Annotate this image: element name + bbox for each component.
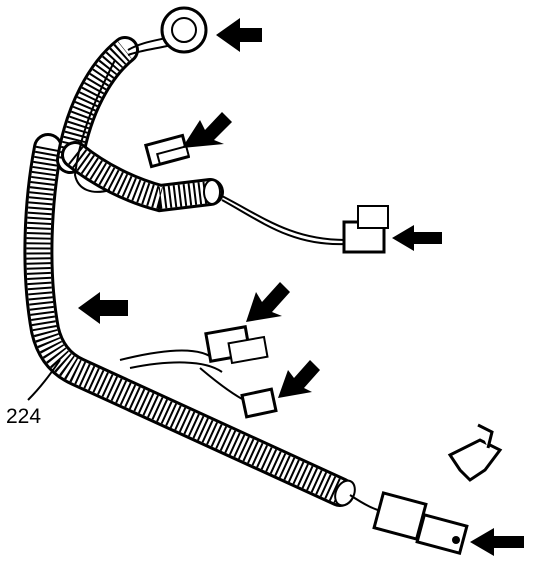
- middle-connector: [204, 325, 269, 365]
- upper-flat-connector: [143, 133, 191, 169]
- arrow-icon-conduit: [78, 292, 128, 324]
- top-round-connector: [160, 6, 208, 54]
- arrow-icon-bottom-connector: [470, 528, 524, 556]
- arrow-icon-small-connector: [278, 360, 320, 398]
- arrow-icon-top: [216, 18, 262, 52]
- callout-label-224: 224: [6, 405, 41, 428]
- arrow-icon-upper-connector: [182, 112, 232, 148]
- arrow-icon-middle-connector: [246, 282, 290, 322]
- lower-small-connector: [240, 387, 278, 419]
- bottom-connector: [372, 491, 469, 556]
- right-connector: [342, 205, 389, 254]
- loose-clip: [447, 423, 503, 482]
- arrow-icon-right-connector: [392, 225, 442, 251]
- main-conduit: [23, 133, 356, 507]
- branch-conduit: [61, 141, 224, 213]
- callout-leader: [27, 359, 61, 401]
